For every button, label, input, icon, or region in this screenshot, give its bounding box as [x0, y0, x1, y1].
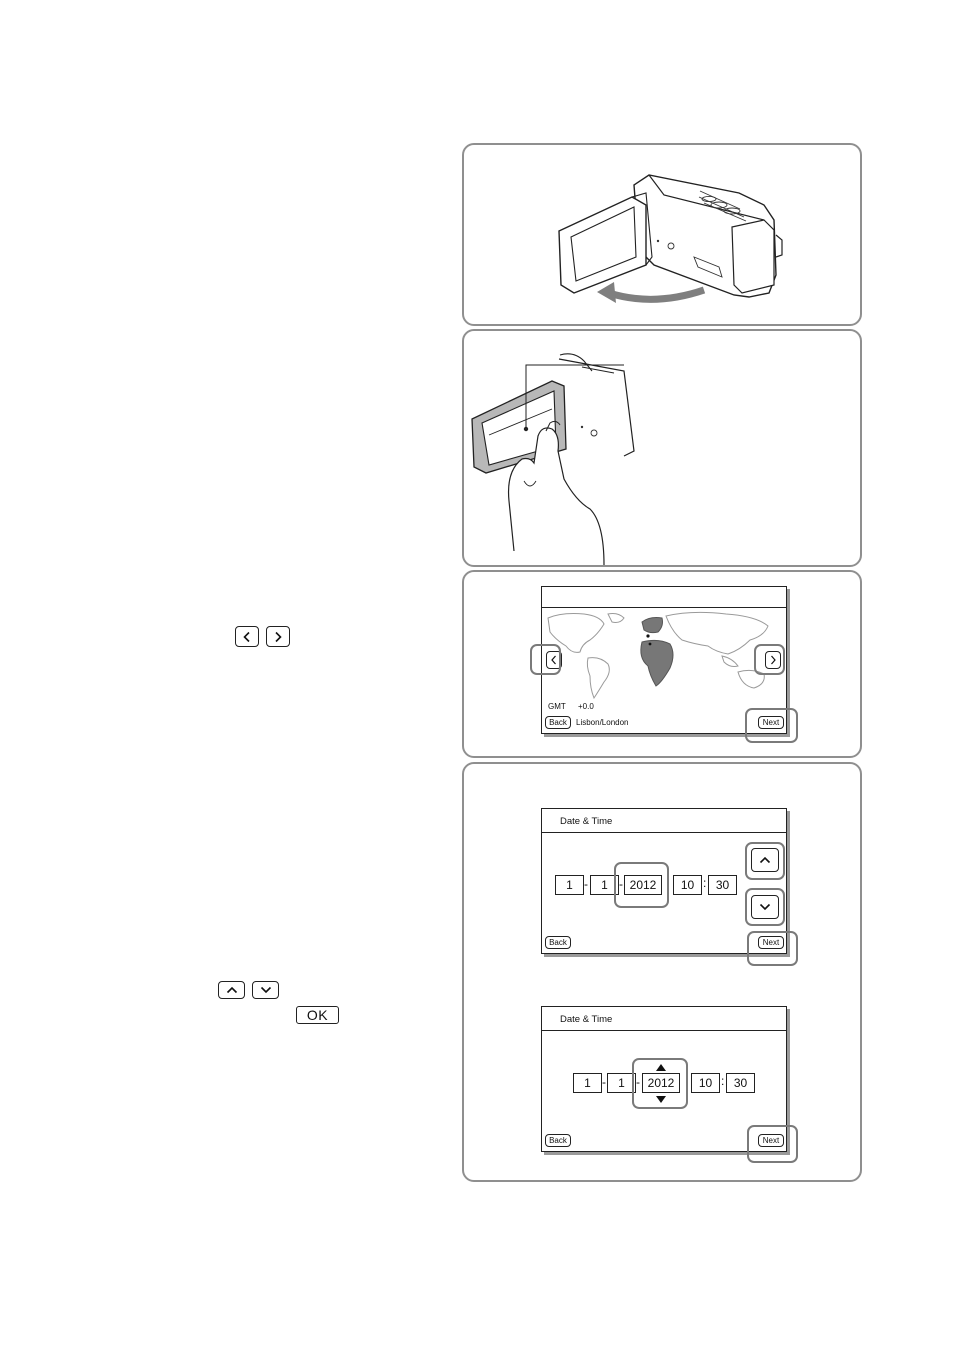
month-field[interactable]: 1 [573, 1073, 602, 1093]
chevron-up-icon [226, 985, 238, 995]
highlight-next-button [747, 1125, 798, 1163]
highlight-next-button [747, 931, 798, 966]
highlight-next-button [745, 708, 798, 743]
minute-field[interactable]: 30 [726, 1073, 755, 1093]
up-arrow-button[interactable] [218, 981, 245, 999]
prev-arrow-button[interactable] [235, 626, 259, 647]
gmt-label: GMT [548, 702, 566, 711]
month-field[interactable]: 1 [555, 875, 584, 895]
camcorder-open-lcd-illustration [464, 145, 860, 324]
chevron-right-icon [272, 631, 284, 643]
hand-touching-lcd-illustration [464, 331, 860, 565]
panel-open-lcd [462, 143, 862, 326]
date-separator: - [602, 1075, 606, 1089]
title-rule [542, 1030, 786, 1031]
hour-field[interactable]: 10 [691, 1073, 720, 1093]
highlight-prev [530, 644, 561, 675]
back-button[interactable]: Back [545, 936, 571, 949]
title-rule [542, 832, 786, 833]
world-map [542, 610, 785, 702]
panel-date-time: Date & Time 1 - 1 - 2012 10 : 30 Back Ne… [462, 762, 862, 1182]
hour-field[interactable]: 10 [673, 875, 702, 895]
back-button[interactable]: Back [545, 716, 571, 729]
down-arrow-button[interactable] [252, 981, 279, 999]
highlight-year-field [632, 1058, 688, 1109]
highlight-year-field [614, 862, 669, 908]
highlight-increase [745, 842, 785, 880]
highlight-decrease [745, 888, 785, 926]
ok-button[interactable]: OK [296, 1006, 339, 1024]
title-rule [542, 607, 786, 608]
date-separator: - [584, 877, 588, 891]
time-separator: : [721, 1074, 724, 1088]
chevron-down-icon [260, 985, 272, 995]
highlight-next [754, 644, 785, 675]
panel-touch-lcd [462, 329, 862, 567]
city-label: Lisbon/London [576, 718, 629, 727]
minute-field[interactable]: 30 [708, 875, 737, 895]
back-button[interactable]: Back [545, 1134, 571, 1147]
time-separator: : [703, 876, 706, 890]
gmt-offset: +0.0 [578, 702, 594, 711]
panel-area-setting: GMT +0.0 Back Lisbon/London Next [462, 570, 862, 758]
chevron-left-icon [241, 631, 253, 643]
screen-title: Date & Time [560, 1014, 612, 1025]
screen-title: Date & Time [560, 816, 612, 827]
next-arrow-button[interactable] [266, 626, 290, 647]
